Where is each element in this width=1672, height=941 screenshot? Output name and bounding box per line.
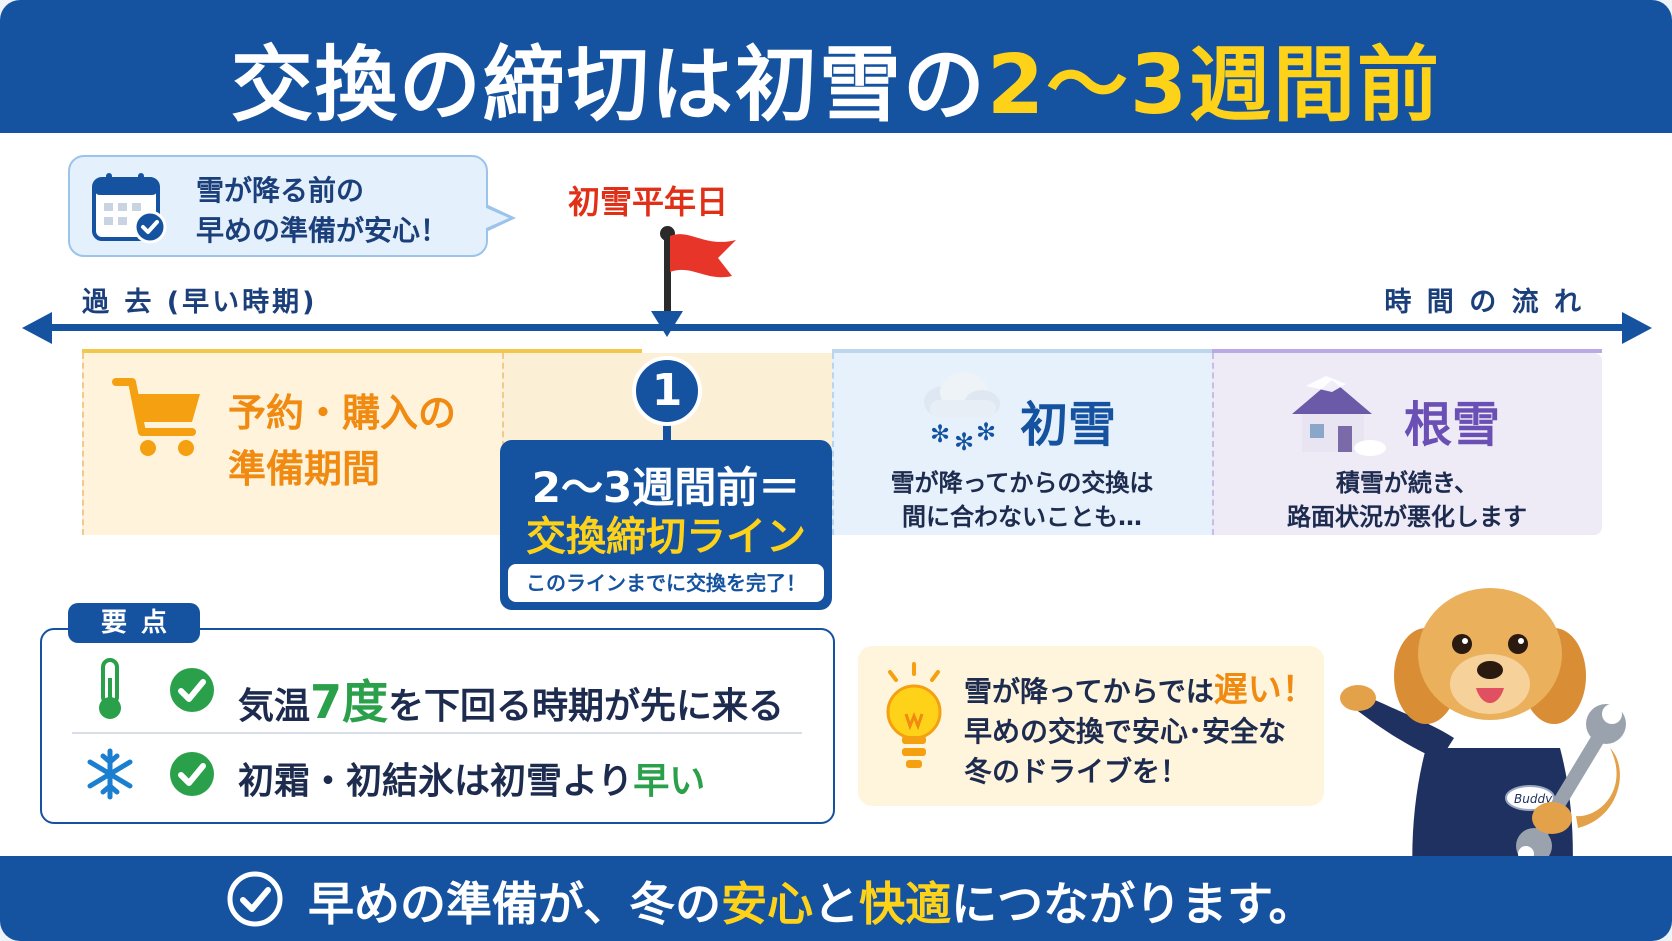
deadline-stem [663, 424, 671, 440]
phase-first-snow [832, 353, 1212, 535]
prep-line-1: 予約・購入の [228, 391, 457, 435]
deep-snow-desc-2: 路面状況が悪化します [1287, 503, 1527, 531]
phase-bar-first-snow [832, 349, 1212, 353]
first-snow-date-label: 初雪平年日 [568, 183, 729, 221]
key-points-divider [72, 732, 802, 734]
tip-line-1: 雪が降ってからでは遅い！ [964, 670, 1316, 712]
tip-line-3: 冬のドライブを！ [964, 755, 1189, 788]
timeline-flow-label: 時 間 の 流 れ [1384, 287, 1584, 318]
title-highlight: 2～3週間前 [986, 38, 1442, 133]
check-circle-icon [227, 871, 283, 927]
footer-mid: と [813, 877, 860, 931]
footer-pre: 早めの準備が、冬の [308, 877, 722, 931]
key-point-2-pre: 初霜・初結氷は初雪より [238, 761, 634, 802]
key-point-1-post: を下回る時期が先に来る [388, 686, 785, 727]
key-point-2: 初霜・初結氷は初雪より早い [238, 752, 705, 804]
timeline-arrow-right [1622, 312, 1652, 344]
key-points-tag: 要点 [68, 603, 200, 643]
cart-icon [112, 378, 200, 456]
bubble-line-1: 雪が降る前の [196, 174, 365, 207]
footer-banner: 早めの準備が、冬の安心と快適につながります。 [0, 856, 1672, 941]
page-title: 交換の締切は初雪の2～3週間前 [0, 18, 1672, 137]
title-main: 交換の締切は初雪の [230, 38, 987, 133]
phase-bar-deep-snow [1212, 349, 1602, 353]
tip-text: 雪が降ってからでは遅い！ 早めの交換で安心･安全な 冬のドライブを！ [964, 670, 1316, 792]
mascot-badge-text: Buddy [1514, 792, 1553, 806]
footer-highlight-2: 快適 [859, 877, 952, 931]
deadline-line-1: 2～3週間前＝ [531, 463, 801, 512]
deadline-line-2: 交換締切ライン [526, 514, 806, 560]
deep-snow-desc-1: 積雪が続き、 [1335, 469, 1479, 497]
svg-text:✻: ✻ [930, 420, 950, 448]
timeline-arrow-left [22, 312, 52, 344]
footer-message: 早めの準備が、冬の安心と快適につながります。 [308, 868, 1315, 934]
check-circle-icon [170, 752, 214, 796]
flag-icon [670, 234, 736, 278]
tip-line-1-pre: 雪が降ってからでは [964, 675, 1214, 708]
check-circle-icon [170, 668, 214, 712]
key-point-1: 気温7度を下回る時期が先に来る [238, 666, 784, 732]
deadline-number-badge: 1 [632, 356, 702, 426]
thermometer-icon [99, 658, 121, 719]
prep-line-2: 準備期間 [228, 447, 381, 491]
calendar-check-icon [92, 173, 167, 244]
footer-highlight-1: 安心 [721, 877, 814, 931]
deep-snow-desc: 積雪が続き、 路面状況が悪化します [1212, 466, 1602, 534]
tip-line-2: 早めの交換で安心･安全な [964, 715, 1287, 748]
snowflake-icon [87, 748, 133, 800]
first-snow-desc: 雪が降ってからの交換は 間に合わないことも… [832, 466, 1212, 534]
speech-bubble: 雪が降る前の 早めの準備が安心！ [68, 155, 488, 257]
flag-pole [664, 233, 671, 313]
bubble-text: 雪が降る前の 早めの準備が安心！ [196, 171, 448, 251]
deadline-box: 2～3週間前＝ 交換締切ライン このラインまでに交換を完了！ [500, 440, 832, 610]
phase-bar-prep [82, 349, 642, 353]
timeline-axis [40, 324, 1632, 331]
phase-deep-snow [1212, 353, 1602, 535]
key-points-box [40, 628, 835, 824]
bubble-line-2: 早めの準備が安心！ [196, 214, 449, 247]
key-point-1-num: 7度 [310, 675, 389, 729]
first-snow-title: 初雪 [1020, 397, 1117, 453]
tip-line-1-highlight: 遅い！ [1213, 670, 1316, 710]
key-point-2-highlight: 早い [633, 761, 706, 802]
first-snow-desc-1: 雪が降ってからの交換は [890, 469, 1154, 497]
deadline-subtext: このラインまでに交換を完了！ [508, 564, 824, 602]
deep-snow-title: 根雪 [1404, 397, 1501, 453]
first-snow-desc-2: 間に合わないことも… [902, 503, 1142, 531]
prep-period-text: 予約・購入の 準備期間 [228, 385, 456, 497]
timeline-marker [651, 311, 683, 337]
tip-box: 雪が降ってからでは遅い！ 早めの交換で安心･安全な 冬のドライブを！ [858, 646, 1324, 806]
footer-post: につながります。 [951, 877, 1315, 931]
snowy-house-icon [1292, 376, 1386, 456]
lightbulb-icon [886, 662, 942, 768]
svg-text:✻: ✻ [976, 418, 996, 446]
snow-cloud-icon: ✻ ✻ ✻ [924, 372, 1000, 454]
header-banner: 交換の締切は初雪の2～3週間前 [0, 0, 1672, 133]
bubble-tail-inner [484, 207, 509, 229]
svg-text:✻: ✻ [954, 428, 974, 454]
key-point-1-pre: 気温 [238, 686, 311, 727]
timeline-past-label: 過 去 (早い時期) [82, 287, 318, 318]
